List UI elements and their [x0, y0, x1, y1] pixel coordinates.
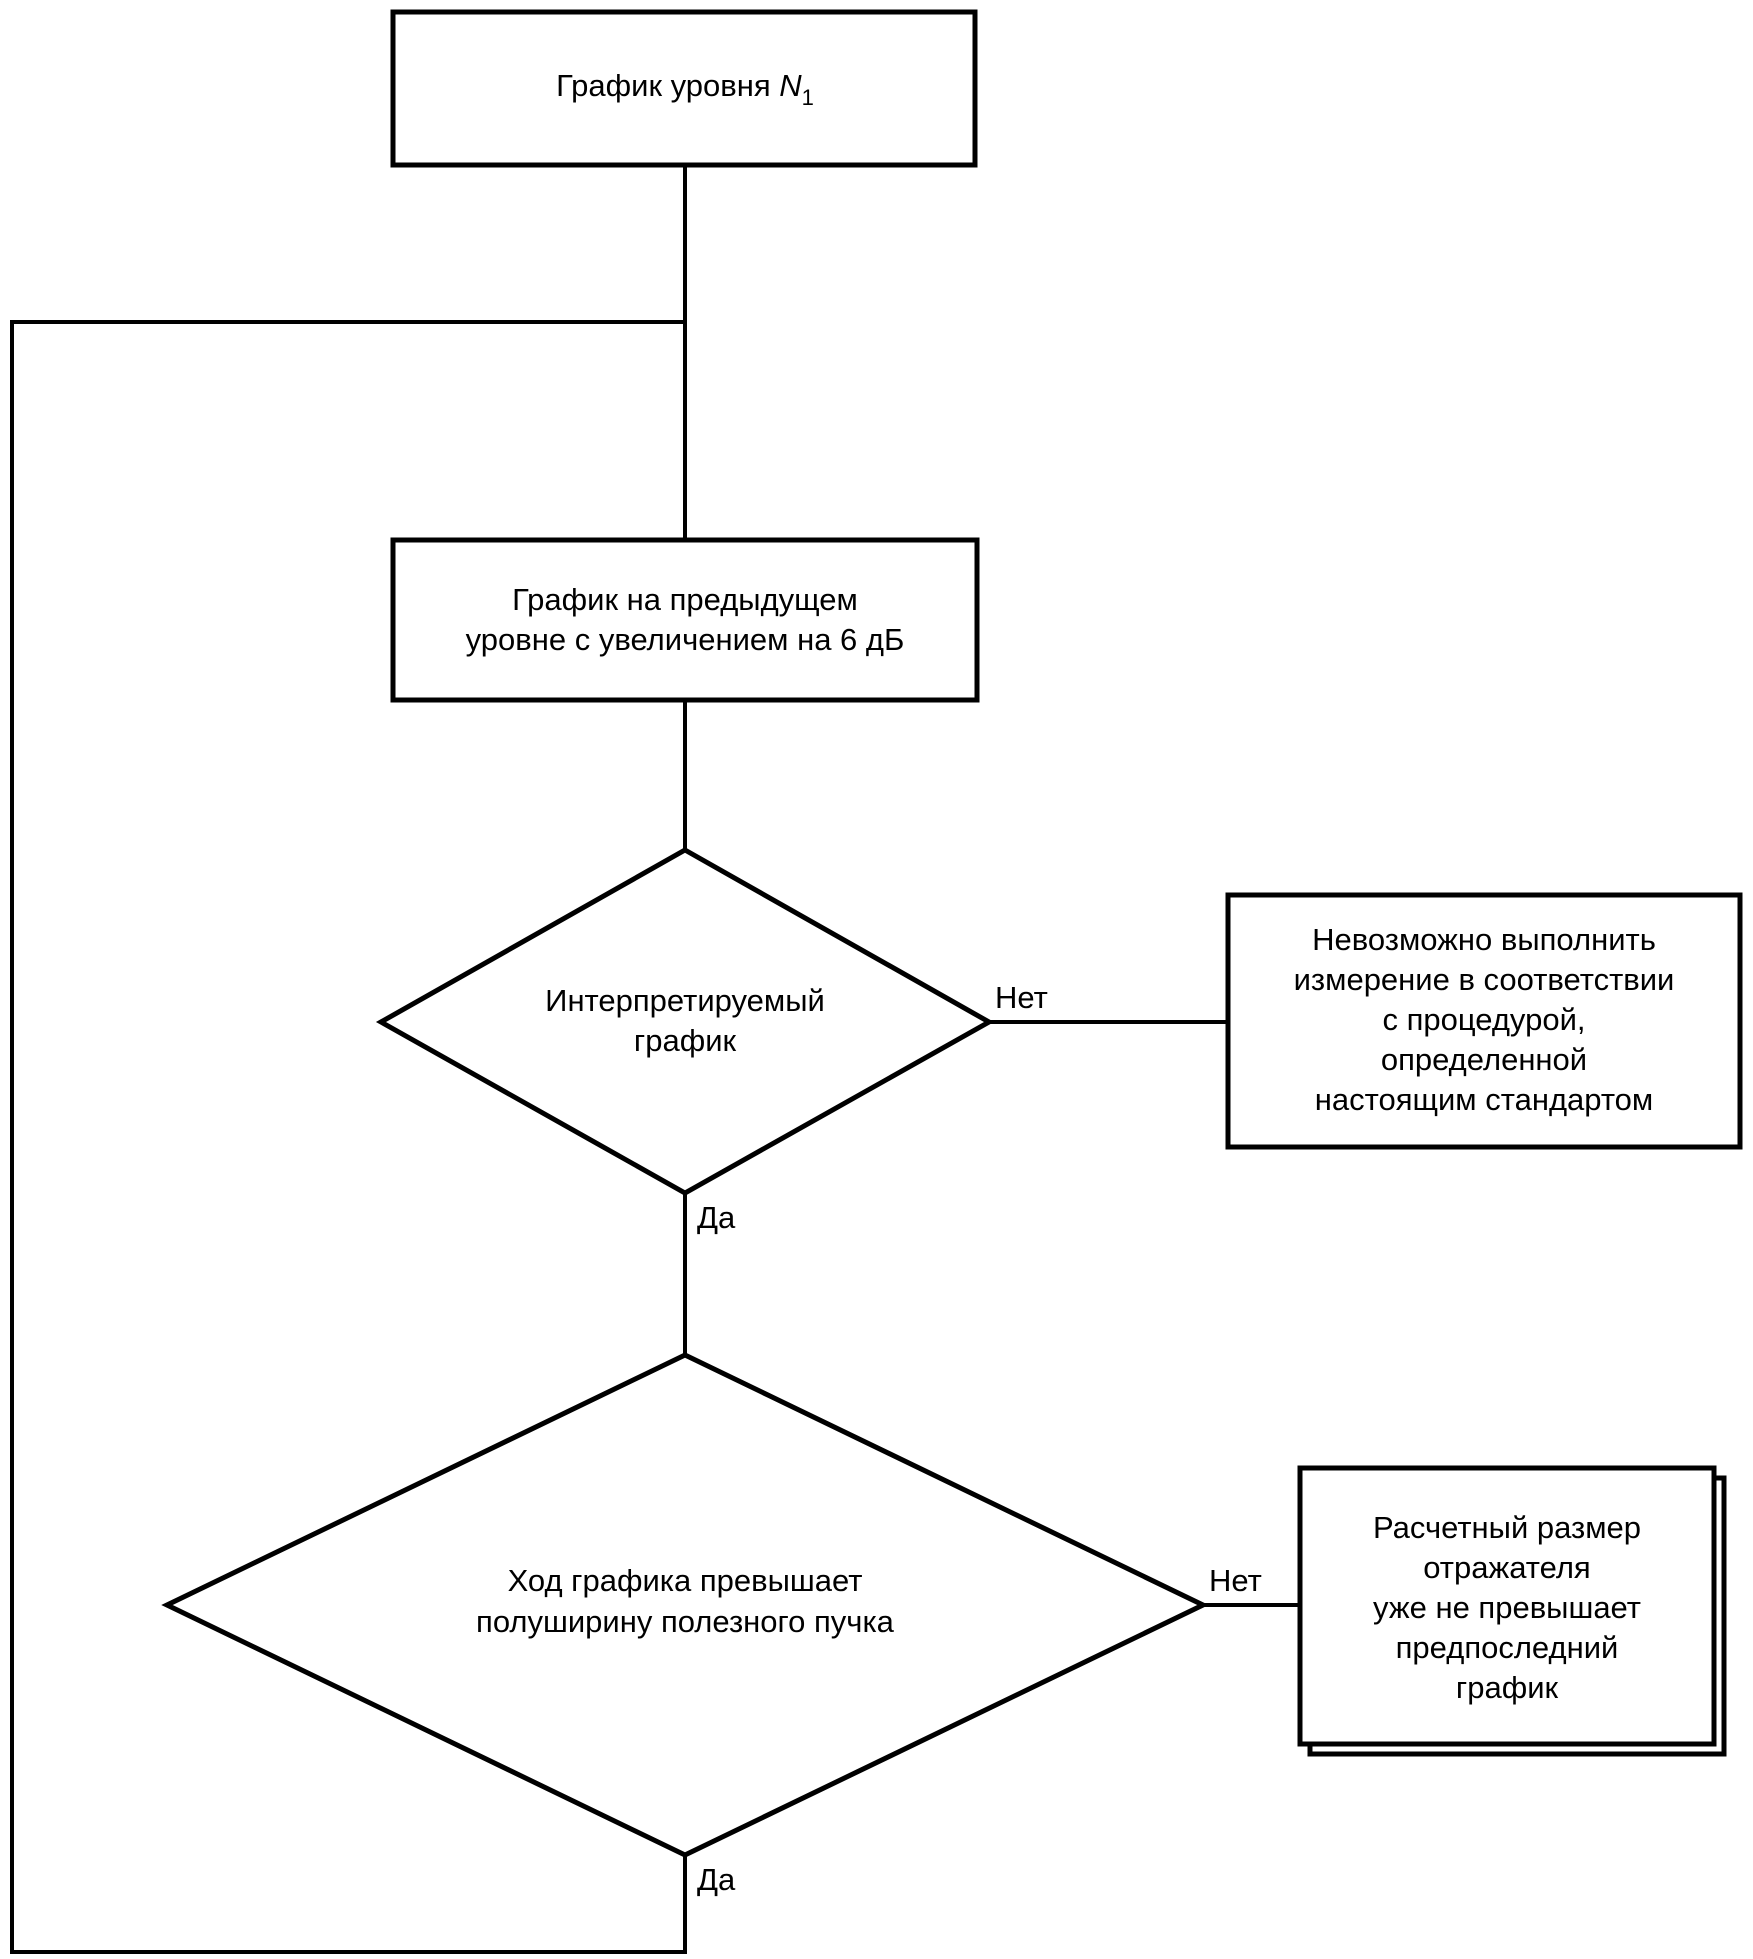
start-box: График уровня N1 — [390, 9, 978, 168]
decision2-line2: полуширину полезного пучка — [476, 1604, 895, 1639]
error-box-frame — [1225, 892, 1743, 1150]
decision1-diamond — [375, 847, 995, 1196]
error-box-line4: определенной — [1381, 1042, 1587, 1077]
decision2-no-label: Нет — [1209, 1563, 1262, 1598]
start-box-frame — [390, 9, 978, 168]
start-box-subscript: 1 — [802, 85, 814, 110]
result-box-line5: график — [1456, 1670, 1559, 1705]
error-box: Невозможно выполнить измерение в соответ… — [1225, 892, 1743, 1150]
result-box: Расчетный размер отражателя уже не превы… — [1297, 1465, 1727, 1757]
decision2: Ход графика превышает полуширину полезно… — [161, 1352, 1262, 1897]
result-box-line3: уже не превышает — [1373, 1590, 1641, 1625]
decision1-yes-label: Да — [697, 1200, 736, 1235]
decision1: Интерпретируемый график Нет Да — [375, 847, 1048, 1235]
result-box-frame — [1297, 1465, 1717, 1747]
decision2-line1: Ход графика превышает — [508, 1563, 863, 1598]
result-box-line4: предпоследний — [1396, 1630, 1619, 1665]
error-box-line1: Невозможно выполнить — [1312, 922, 1656, 957]
result-box-line1: Расчетный размер — [1373, 1510, 1641, 1545]
decision1-line2: график — [634, 1023, 737, 1058]
error-box-line2: измерение в соответствии — [1294, 962, 1675, 997]
decision1-line1: Интерпретируемый — [545, 983, 825, 1018]
step-box-frame — [390, 537, 980, 703]
decision2-diamond — [161, 1352, 1209, 1858]
start-box-var: N — [779, 68, 802, 103]
error-box-line5: настоящим стандартом — [1315, 1082, 1654, 1117]
start-box-label: График уровня N1 — [556, 68, 814, 110]
result-box-line2: отражателя — [1423, 1550, 1590, 1585]
loop-back-connector — [10, 320, 687, 1954]
start-box-text: График уровня — [556, 68, 779, 103]
error-box-line3: с процедурой, — [1383, 1002, 1586, 1037]
step-box-line2: уровне с увеличением на 6 дБ — [466, 622, 905, 657]
decision2-yes-label: Да — [697, 1862, 736, 1897]
connectors — [10, 163, 1302, 1954]
step-box: График на предыдущем уровне с увеличение… — [390, 537, 980, 703]
decision1-no-label: Нет — [995, 980, 1048, 1015]
step-box-line1: График на предыдущем — [512, 582, 858, 617]
